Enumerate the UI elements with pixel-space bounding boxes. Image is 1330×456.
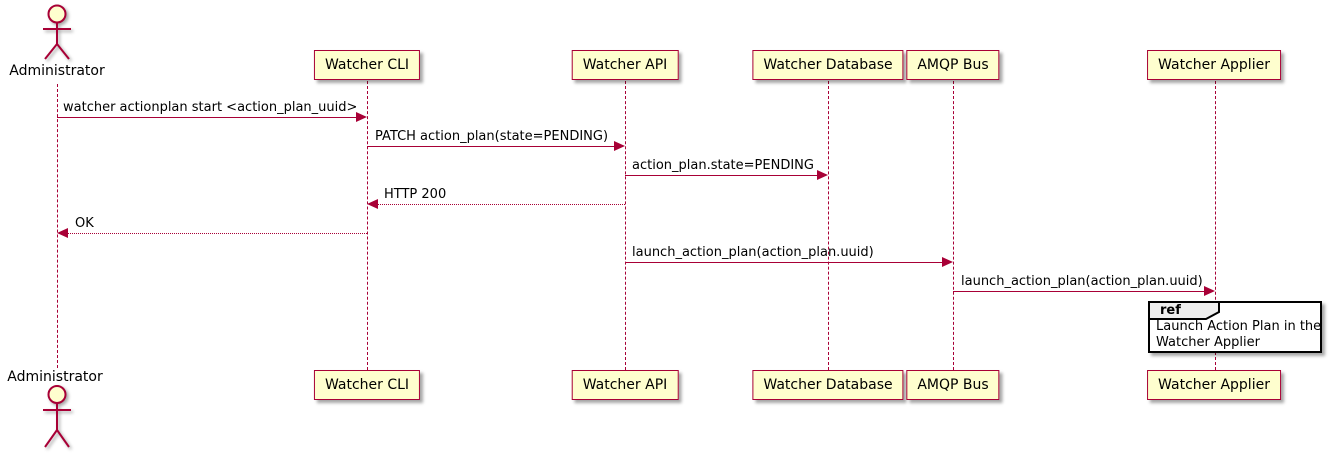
participant-watcher-database-bottom: Watcher Database [752,370,904,400]
ref-tab-icon [1148,301,1220,320]
message-line [625,175,818,176]
ref-text-line2: Watcher Applier [1156,335,1260,350]
lifeline-amqp-bus [953,81,954,370]
participant-watcher-database-top: Watcher Database [752,50,904,80]
message-label: OK [75,216,94,231]
participant-watcher-applier-top: Watcher Applier [1147,50,1281,80]
arrowhead-right-icon [356,112,367,122]
actor-icon [43,385,71,448]
arrowhead-left-icon [367,199,378,209]
arrowhead-right-icon [1204,286,1215,296]
message-line [68,233,367,234]
arrowhead-right-icon [942,257,953,267]
message-line [367,146,615,147]
participant-watcher-applier-bottom: Watcher Applier [1147,370,1281,400]
message-line [625,262,943,263]
lifeline-watcher-applier [1215,81,1216,370]
lifeline-watcher-api [625,81,626,370]
participant-administrator-bottom: Administrator [7,369,103,385]
ref-text-line1: Launch Action Plan in the [1156,319,1322,334]
lifeline-watcher-database [828,81,829,370]
participant-watcher-api-top: Watcher API [571,50,679,80]
message-label: watcher actionplan start <action_plan_uu… [63,100,358,115]
message-line [378,204,625,205]
arrowhead-left-icon [57,228,68,238]
message-label: action_plan.state=PENDING [632,158,814,173]
arrowhead-right-icon [614,141,625,151]
arrowhead-right-icon [817,170,828,180]
message-label: launch_action_plan(action_plan.uuid) [961,274,1203,289]
message-label: HTTP 200 [384,187,447,202]
lifeline-administrator [57,84,58,368]
actor-icon [43,4,71,60]
participant-amqp-bus-top: AMQP Bus [906,50,1000,80]
participant-watcher-api-bottom: Watcher API [571,370,679,400]
lifeline-watcher-cli [367,81,368,370]
ref-fragment: ref Launch Action Plan in the Watcher Ap… [1148,301,1322,353]
participant-amqp-bus-bottom: AMQP Bus [906,370,1000,400]
message-label: launch_action_plan(action_plan.uuid) [632,245,874,260]
ref-keyword: ref [1160,303,1181,318]
message-line [57,117,357,118]
participant-administrator-top: Administrator [9,63,105,79]
participant-watcher-cli-top: Watcher CLI [313,50,421,80]
message-label: PATCH action_plan(state=PENDING) [375,129,609,144]
participant-watcher-cli-bottom: Watcher CLI [313,370,421,400]
message-line [953,291,1205,292]
